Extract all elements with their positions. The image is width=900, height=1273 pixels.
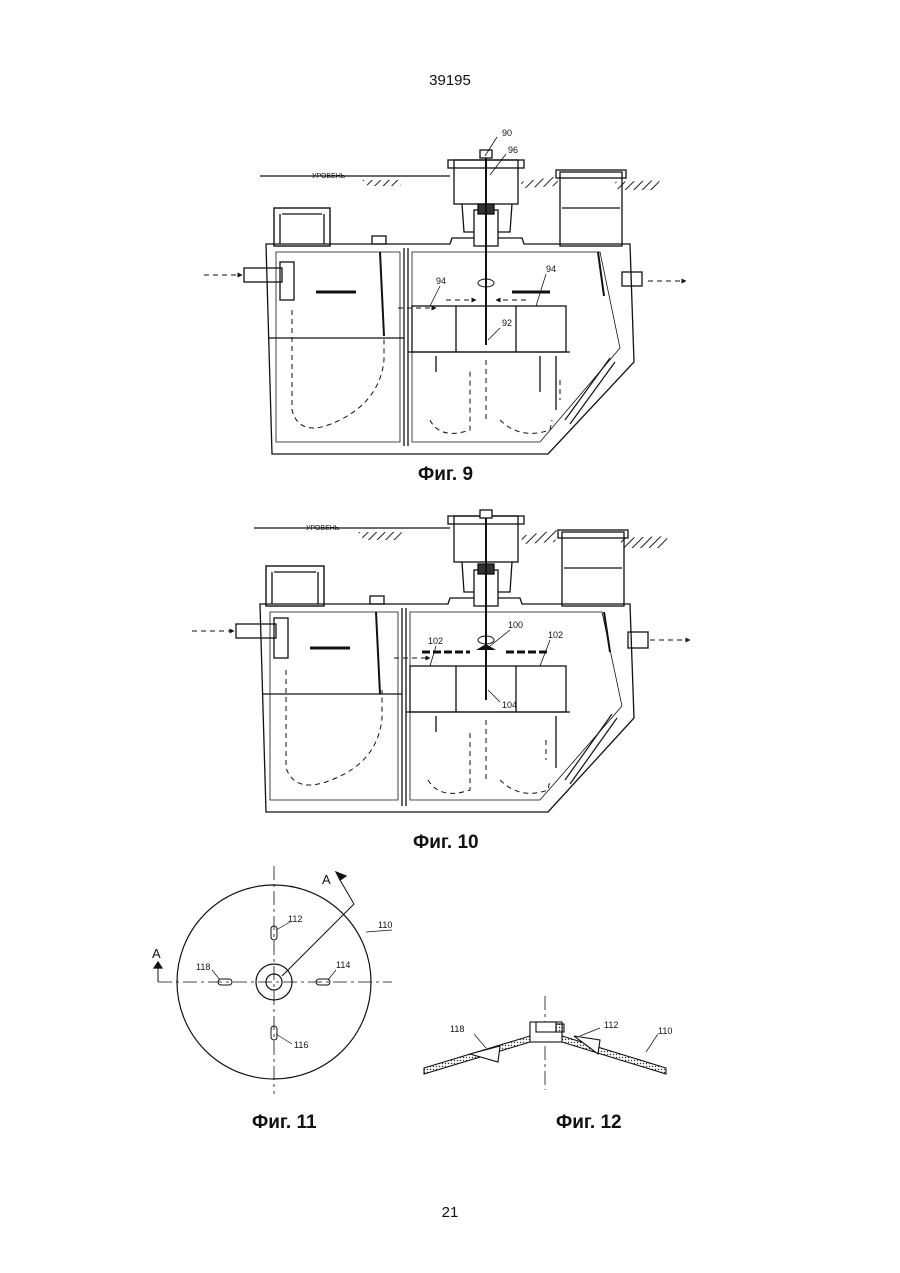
fig9-label-96: 96 [508, 145, 518, 155]
fig12-label-112: 112 [604, 1020, 618, 1030]
figure-12 [424, 996, 666, 1090]
fig12-label-110: 110 [658, 1026, 672, 1036]
ground-hatch [362, 180, 405, 186]
fig11-label-118: 118 [196, 962, 210, 972]
fig10-label-100: 100 [508, 620, 523, 630]
figure-10 [236, 510, 668, 812]
fig9-label-90: 90 [502, 128, 512, 138]
footer-page-number: 21 [0, 1204, 900, 1221]
fig11-label-116: 116 [294, 1040, 308, 1050]
figure-9 [244, 150, 660, 454]
fig10-level-label: УРОВЕНЬ [306, 525, 340, 532]
ground-hatch [358, 532, 402, 540]
figure-11 [154, 866, 392, 1094]
fig12-caption: Фиг. 12 [556, 1112, 622, 1134]
fig10-label-102-right: 102 [548, 630, 563, 640]
fig10-label-102-left: 102 [428, 636, 443, 646]
fig9-caption: Фиг. 9 [418, 464, 473, 486]
fig10-caption: Фиг. 10 [413, 832, 479, 854]
fig9-label-92: 92 [502, 318, 512, 328]
fig9-label-94-right: 94 [546, 264, 556, 274]
fig11-section-a-left: A [152, 946, 161, 961]
fig11-label-112: 112 [288, 914, 302, 924]
fig11-section-a-top: A [322, 872, 331, 887]
fig9-label-94-left: 94 [436, 276, 446, 286]
fig10-label-104: 104 [502, 700, 517, 710]
fig9-level-label: УРОВЕНЬ [312, 173, 346, 180]
ground-hatch [520, 530, 558, 544]
fig12-label-118: 118 [450, 1024, 464, 1034]
fig11-label-114: 114 [336, 960, 350, 970]
fig11-label-110: 110 [378, 920, 392, 930]
ground-hatch [520, 176, 560, 188]
fig11-caption: Фиг. 11 [252, 1112, 317, 1134]
impeller-disc [476, 644, 496, 650]
